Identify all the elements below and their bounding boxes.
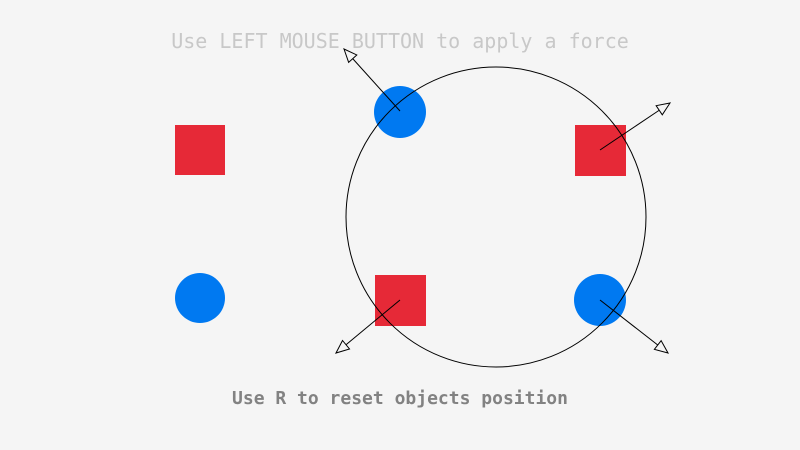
red-box-top-right[interactable] — [575, 125, 626, 176]
force-arrow-head — [343, 48, 358, 64]
boundary-circle — [345, 66, 647, 368]
force-arrow-shaft — [345, 299, 401, 346]
instruction-reset-objects: Use R to reset objects position — [232, 388, 568, 409]
force-arrow-head — [335, 339, 351, 354]
force-arrow — [599, 102, 672, 151]
force-arrow — [599, 299, 670, 354]
force-arrow — [343, 48, 401, 112]
force-arrow — [335, 299, 401, 354]
red-box-bottom-center[interactable] — [375, 275, 426, 326]
force-arrow-head — [653, 339, 670, 354]
red-box-top-left[interactable] — [175, 125, 225, 175]
force-arrow-head — [655, 102, 672, 116]
blue-ball-left[interactable] — [175, 273, 225, 323]
force-arrow-shaft — [599, 109, 660, 151]
force-arrows-layer — [335, 48, 672, 354]
force-arrow-shaft — [599, 299, 659, 346]
force-arrow-shaft — [352, 58, 401, 112]
instruction-apply-force: Use LEFT MOUSE BUTTON to apply a force — [171, 29, 629, 53]
blue-ball-top[interactable] — [374, 86, 426, 138]
shapes-layer — [175, 86, 626, 326]
